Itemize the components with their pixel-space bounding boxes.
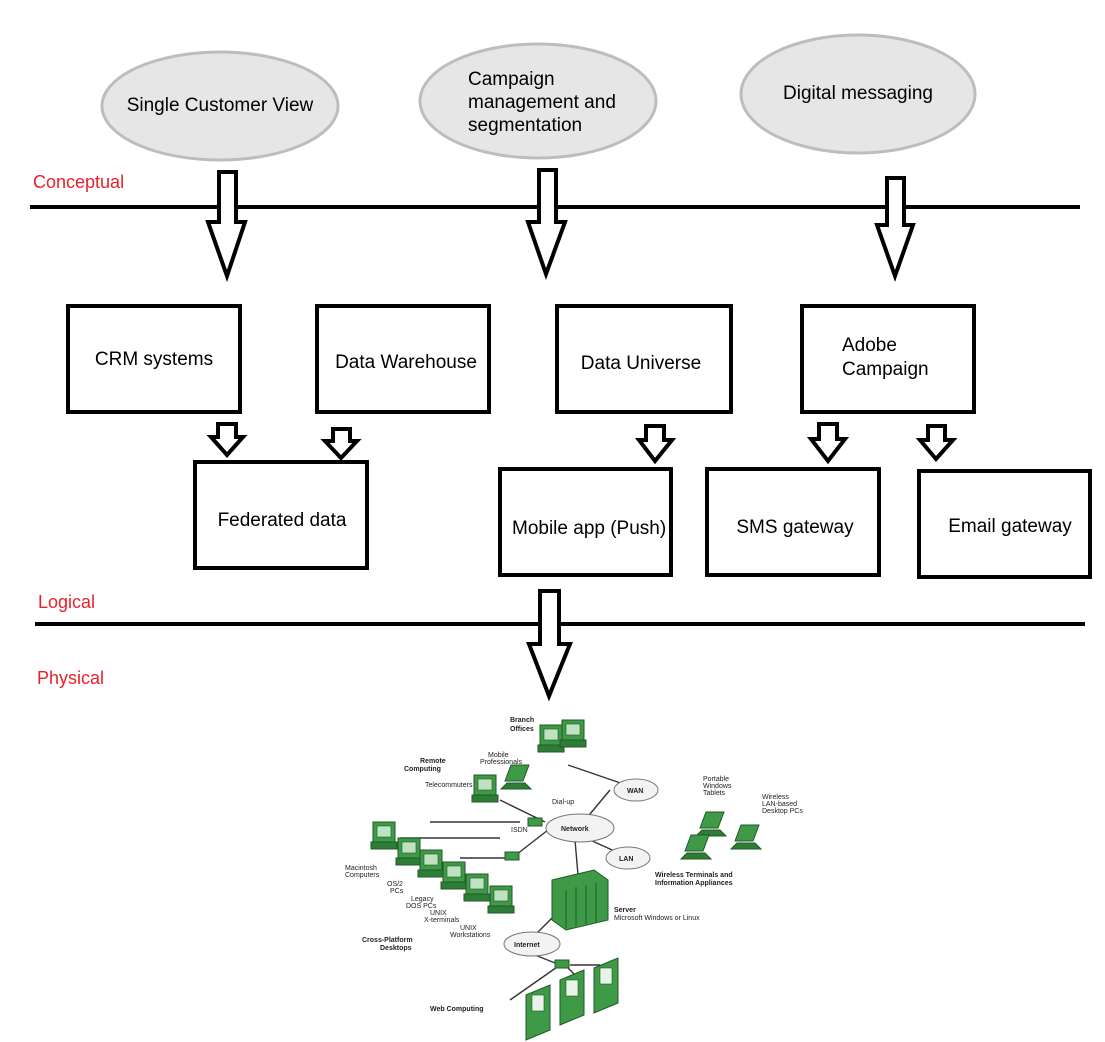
physical-label: LAN [619, 856, 633, 863]
box-crm-systems: CRM systems [66, 304, 242, 414]
concept-label-line2: management and [468, 92, 616, 113]
concept-label-line3: segmentation [468, 115, 582, 136]
box-adobe-campaign: Adobe Campaign [800, 304, 976, 414]
box-label: Mobile app (Push) [512, 518, 666, 539]
physical-label: Server [614, 907, 636, 914]
arrow-down-icon [874, 176, 916, 283]
box-data-universe: Data Universe [555, 304, 733, 414]
arrow-down-icon [320, 427, 362, 461]
concept-label-line1: Campaign [468, 69, 555, 90]
physical-level-label: Physical [37, 668, 104, 688]
server-icon [551, 869, 609, 931]
physical-label: Remote [420, 758, 446, 765]
physical-label: Professionals [480, 759, 523, 766]
arrow-down-icon [525, 168, 568, 280]
box-label: Federated data [218, 510, 347, 531]
concept-single-customer-view: Single Customer View [100, 50, 340, 162]
box-email-gateway: Email gateway [917, 469, 1092, 579]
box-label-line2: Campaign [842, 359, 929, 380]
box-federated-data: Federated data [193, 460, 369, 570]
network-cloud: Network [545, 813, 615, 843]
box-mobile-app: Mobile app (Push) [498, 467, 673, 577]
physical-label: Tablets [703, 790, 726, 797]
physical-label: Telecommuters [425, 782, 473, 789]
box-label: SMS gateway [736, 517, 854, 538]
box-label: Email gateway [948, 516, 1072, 537]
concept-label: Digital messaging [783, 83, 933, 104]
arrow-down-icon [206, 422, 248, 459]
physical-label: Wireless Terminals and [655, 872, 733, 879]
concept-digital-messaging: Digital messaging [739, 33, 977, 155]
physical-label: Desktops [380, 945, 412, 952]
physical-label: Cross-Platform [362, 937, 413, 944]
physical-label: LAN-based [762, 801, 797, 808]
physical-label: DOS PCs [406, 903, 437, 910]
physical-label: Portable [703, 776, 729, 783]
box-label: CRM systems [95, 349, 213, 370]
physical-label: Offices [510, 726, 534, 733]
physical-label: UNIX [430, 910, 447, 917]
physical-label: X-terminals [424, 917, 460, 924]
physical-label: Web Computing [430, 1006, 484, 1013]
physical-label: OS/2 [387, 881, 403, 888]
physical-label: Internet [514, 942, 540, 949]
physical-label: Mobile [488, 752, 509, 759]
concept-label: Single Customer View [127, 95, 314, 116]
conceptual-level-label: Conceptual [33, 172, 124, 192]
physical-label: Windows [703, 783, 732, 790]
physical-label: Branch [510, 717, 534, 724]
physical-label: Workstations [450, 932, 491, 939]
web-computing-icon [525, 957, 619, 1041]
physical-label: Microsoft Windows or Linux [614, 915, 700, 922]
box-sms-gateway: SMS gateway [705, 467, 881, 577]
physical-label: ISDN [511, 827, 528, 834]
physical-label: PCs [390, 888, 404, 895]
physical-label: Macintosh [345, 865, 377, 872]
arrow-down-icon [915, 424, 958, 463]
arrow-down-icon [634, 424, 677, 465]
logical-level-label: Logical [38, 592, 95, 612]
physical-label: Network [561, 826, 589, 833]
arrow-down-icon [205, 170, 248, 283]
physical-label: Desktop PCs [762, 808, 803, 815]
physical-label: Information Appliances [655, 880, 733, 887]
physical-label: WAN [627, 788, 643, 795]
box-label-line1: Adobe [842, 335, 897, 356]
physical-label: Computing [404, 766, 441, 773]
physical-network-illustration: Branch Offices Remote Computing Mobile P… [345, 717, 803, 1041]
lan-cloud: LAN [605, 846, 651, 870]
physical-label: UNIX [460, 925, 477, 932]
internet-cloud: Internet [503, 931, 561, 957]
concept-campaign-management: Campaign management and segmentation [418, 42, 658, 160]
box-label: Data Warehouse [335, 352, 477, 373]
physical-label: Computers [345, 872, 380, 879]
physical-label: Wireless [762, 794, 789, 801]
physical-label: Dial-up [552, 799, 574, 806]
arrow-down-icon [806, 422, 850, 465]
physical-label: Legacy [411, 896, 434, 903]
arrow-down-icon [526, 589, 573, 702]
wan-cloud: WAN [613, 778, 659, 802]
box-label: Data Universe [581, 353, 701, 374]
box-data-warehouse: Data Warehouse [315, 304, 491, 414]
